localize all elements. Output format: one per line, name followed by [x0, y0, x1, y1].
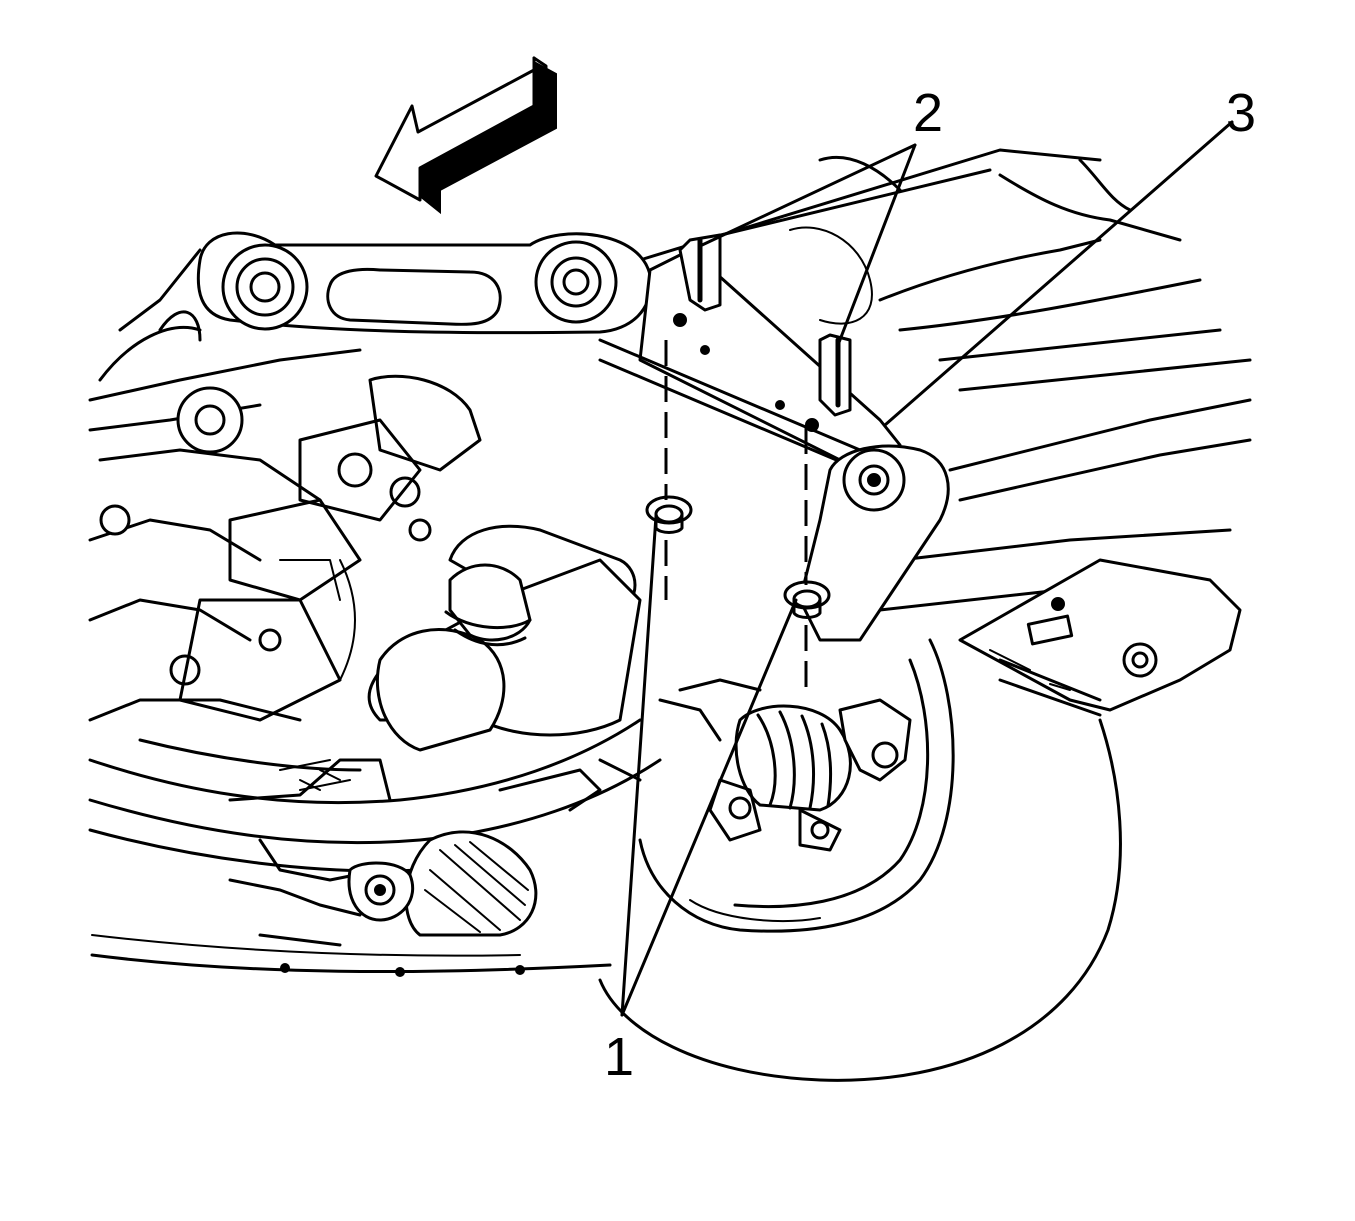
- callout-1-label: 1: [604, 1027, 635, 1087]
- lower-body-edge: [90, 934, 612, 977]
- leader-lines: [620, 120, 1234, 1017]
- exhaust-pipe: [367, 524, 642, 752]
- right-side-rail: [878, 398, 1252, 717]
- leader-1-left: [620, 514, 658, 1017]
- leader-2-lower: [836, 143, 917, 347]
- bracket-tabs: [678, 233, 852, 417]
- bolt-right-head: [792, 589, 822, 609]
- front-direction-arrow: [374, 56, 557, 215]
- callout-2-label: 2: [913, 83, 944, 143]
- right-mount-ear: [798, 444, 950, 642]
- lower-crossmember: [88, 718, 662, 882]
- engine-compartment: [88, 248, 482, 722]
- mount-bolts: [645, 495, 831, 619]
- lower-fan-assembly: [228, 830, 538, 947]
- axle-boot-knuckle: [658, 678, 912, 852]
- leader-2-upper: [698, 143, 917, 248]
- bolt-alignment-lines: [664, 340, 808, 690]
- callout-3-label: 3: [1226, 83, 1257, 143]
- bolt-left-head: [654, 504, 684, 524]
- wheel-tire: [598, 638, 1122, 1082]
- leader-3: [883, 120, 1234, 427]
- leader-1-right: [620, 598, 798, 1017]
- crossmember-link: [196, 231, 653, 335]
